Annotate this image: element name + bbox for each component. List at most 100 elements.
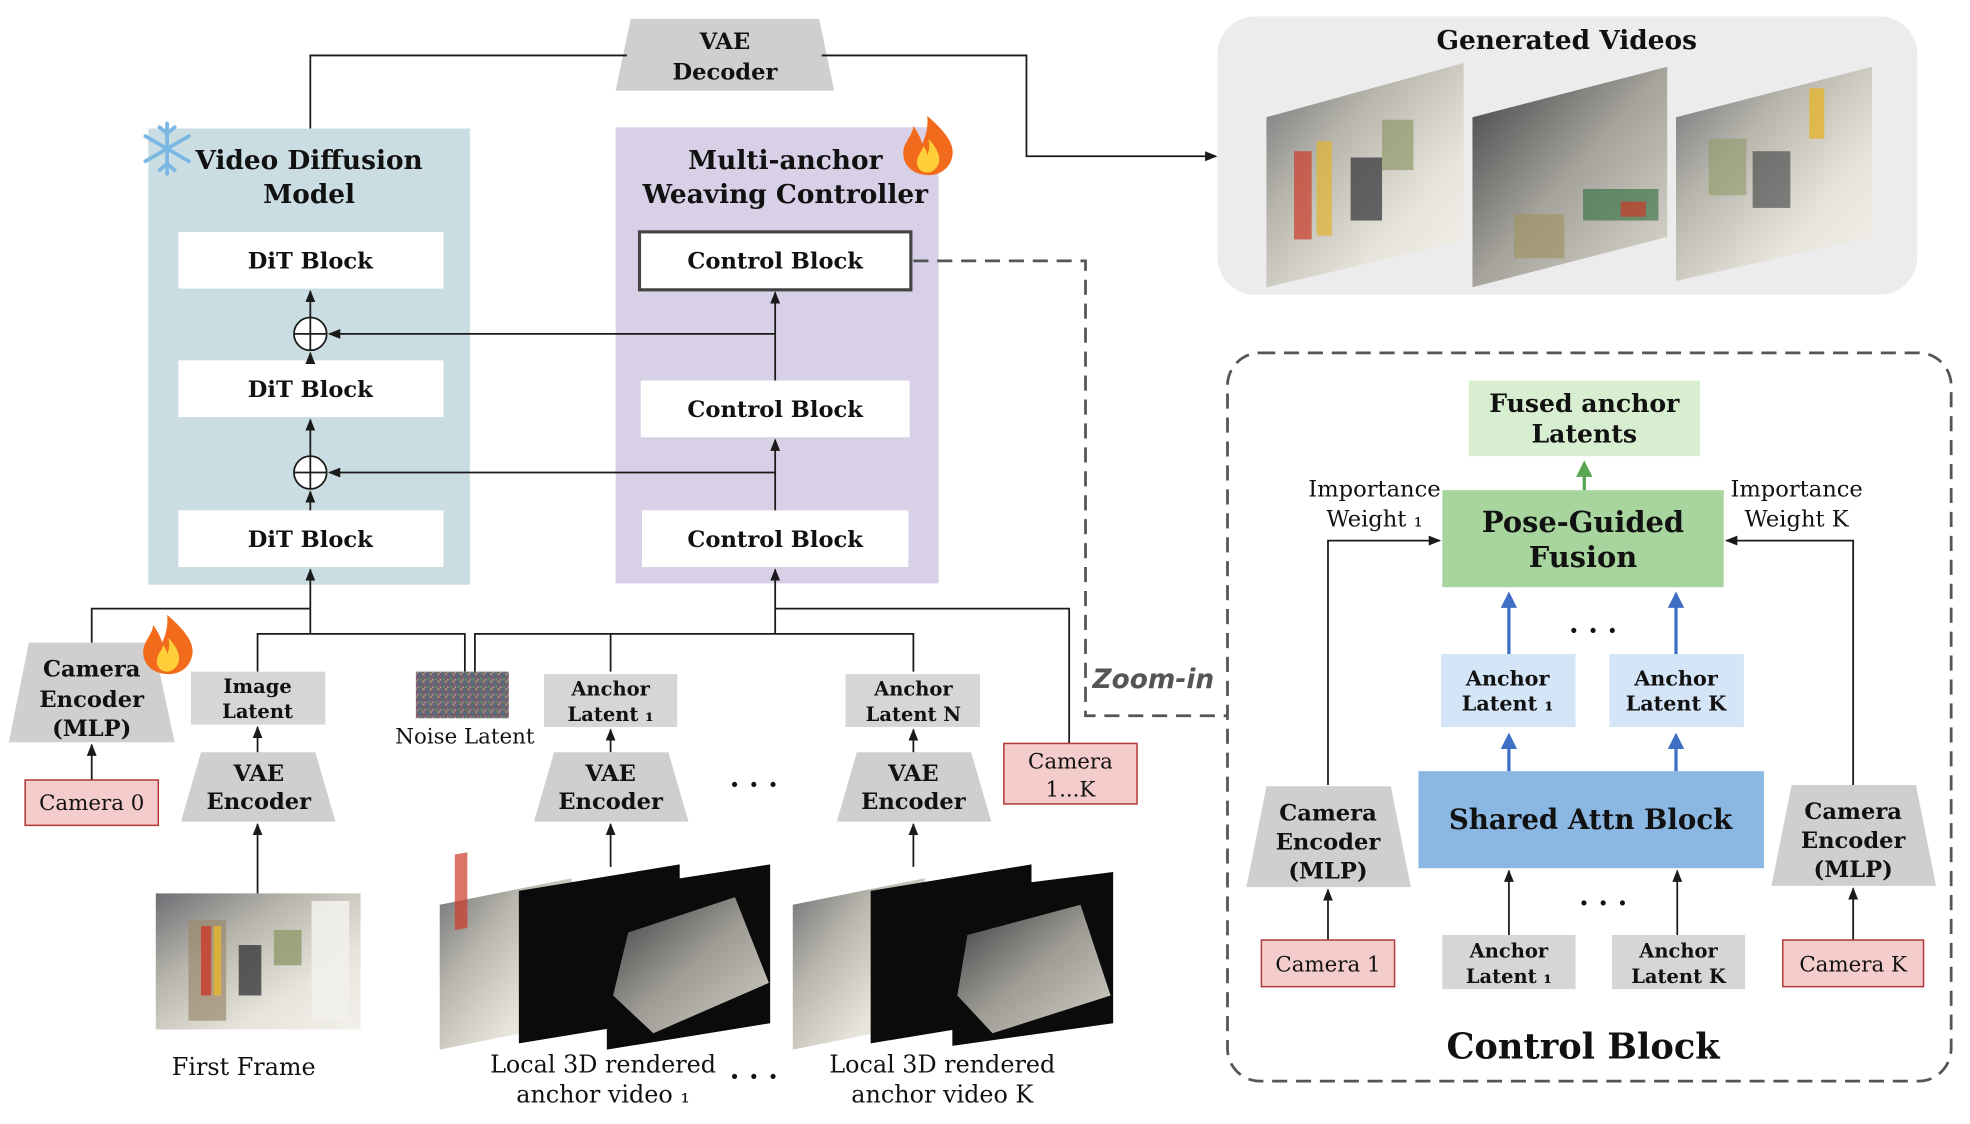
video-diffusion-title-line1: Video Diffusion [194, 145, 422, 176]
anchor-video-1-line1: Local 3D rendered [490, 1050, 716, 1078]
detail-anchor-latent-k-box [1609, 653, 1744, 728]
detail-camera-k-box [1782, 939, 1925, 988]
anchor-latent-n-line1: Anchor [873, 678, 953, 701]
vae-encoder-image-line2: Encoder [207, 789, 313, 815]
add-op-top [293, 316, 328, 352]
detail-camera-1-label: Camera 1 [1275, 953, 1380, 978]
add-op-bottom [293, 455, 328, 490]
detail-input-anchor-latent-1-line2: Latent ₁ [1466, 965, 1552, 988]
image-latent-line2: Latent [222, 700, 293, 723]
anchor-latent-n-box [845, 674, 980, 728]
importance-weight-k-line1: Importance [1730, 476, 1862, 502]
fused-anchor-latents-line1: Fused anchor [1489, 388, 1680, 418]
detail-camera-1-box [1260, 939, 1396, 988]
cam-enc-to-bus-line [90, 607, 311, 643]
zoom-in-connector [913, 259, 1228, 718]
ellipsis-anchor-bottom: · · · [1579, 886, 1627, 919]
vae-encoder-anchor-n-line2: Encoder [861, 789, 967, 815]
dit-block-mid-label: DiT Block [248, 377, 374, 403]
first-frame-image [155, 893, 361, 1030]
control-block-top [637, 230, 913, 292]
detail-input-anchor-latent-k-line2: Latent K [1631, 965, 1727, 988]
vae-encoder-image: VAE Encoder [180, 752, 336, 822]
importance-1-arrow [1327, 535, 1442, 786]
anchor-bus-line [610, 632, 915, 672]
noise-anchor1-bus-line [474, 632, 612, 672]
detail-input-anchor-latent-k-box [1611, 934, 1746, 990]
controller-title-line2: Weaving Controller [641, 179, 929, 210]
camera-encoder-left-line3: (MLP) [52, 716, 131, 742]
snowflake-icon [143, 121, 191, 176]
camera-1k-line2: 1...K [1045, 777, 1096, 802]
generated-frame-1 [1266, 63, 1464, 288]
generated-frame-3 [1676, 66, 1873, 281]
image-latent-box [190, 671, 326, 725]
noise-latent-image [415, 671, 509, 719]
detail-input-anchor-latent-1-line1: Anchor [1469, 940, 1549, 963]
vae-decoder-line1: VAE [699, 29, 751, 55]
vae-encoder-anchor-1-line2: Encoder [558, 789, 664, 815]
zoom-in-label: Zoom-in [1092, 664, 1215, 695]
fire-icon [903, 115, 953, 176]
camera-encoder-left: Camera Encoder (MLP) [8, 642, 175, 743]
first-frame-label: First Frame [172, 1053, 316, 1081]
dit-block-mid [178, 360, 444, 418]
dit-to-decoder-line [309, 54, 627, 129]
pose-guided-fusion-line2: Fusion [1529, 540, 1637, 574]
control-block-bottom [642, 510, 909, 568]
dit-block-bottom [178, 510, 444, 568]
ellipsis-videos: · · · [730, 1060, 778, 1093]
control-block-detail-panel: Fused anchor Latents Pose-Guided Fusion … [1226, 351, 1953, 1083]
anchor-video-1-line2: anchor video ₁ [516, 1081, 690, 1109]
anchor-video-1-frames [439, 852, 771, 1050]
vae-encoder-anchor-1: VAE Encoder [533, 752, 689, 822]
vae-decoder: VAE Decoder [615, 18, 835, 91]
video-diffusion-panel: Video Diffusion Model DiT Block DiT Bloc… [143, 121, 470, 585]
controller-title-line1: Multi-anchor [688, 145, 884, 176]
shared-attn-block-label: Shared Attn Block [1449, 803, 1733, 836]
detail-camera-encoder-k-line3: (MLP) [1814, 857, 1893, 883]
dit-block-top-label: DiT Block [248, 248, 374, 274]
anchor-latent-1-box [544, 674, 678, 728]
ellipsis-anchor-top: · · · [1569, 614, 1617, 647]
anchor-video-k-frames [792, 864, 1114, 1050]
noise-latent-label: Noise Latent [395, 724, 535, 749]
fire-icon [143, 614, 193, 675]
detail-camera-k-label: Camera K [1799, 953, 1908, 978]
anchor-latent-n-line2: Latent N [866, 703, 962, 726]
ellipsis-encoders: · · · [730, 768, 778, 801]
shared-attn-block-box [1418, 771, 1764, 869]
control-block-mid-label: Control Block [687, 397, 864, 423]
control-block-top-label: Control Block [687, 248, 864, 274]
importance-k-arrow [1725, 535, 1855, 786]
detail-camera-encoder-1: Camera Encoder (MLP) [1246, 786, 1411, 888]
camera1k-bus-line [775, 607, 1071, 744]
camera-1k-box [1003, 742, 1138, 805]
detail-camera-encoder-1-line1: Camera [1279, 800, 1377, 826]
detail-anchor-latent-1-line1: Anchor [1465, 666, 1551, 690]
image-latent-line1: Image [223, 675, 291, 698]
detail-camera-encoder-1-line3: (MLP) [1288, 858, 1367, 884]
control-block-detail-title: Control Block [1446, 1026, 1720, 1067]
pose-guided-fusion-box [1442, 490, 1724, 588]
anchor-latent-1-line2: Latent ₁ [568, 703, 654, 726]
generated-videos-panel: Generated Videos [1217, 16, 1918, 295]
vae-encoder-anchor-n-line1: VAE [887, 761, 939, 787]
camera-encoder-left-line2: Encoder [39, 687, 145, 713]
anchor-latent-1-line1: Anchor [570, 678, 650, 701]
fused-anchor-latents-box [1468, 380, 1700, 457]
camera-0-box [24, 779, 160, 827]
generated-frame-2 [1472, 66, 1668, 288]
detail-anchor-latent-1-box [1441, 653, 1576, 728]
image-noise-bus-line [256, 632, 466, 672]
vae-encoder-anchor-1-line1: VAE [584, 761, 636, 787]
decoder-to-videos-arrow [821, 54, 1218, 162]
detail-input-anchor-latent-1-box [1442, 934, 1576, 990]
vae-decoder-line2: Decoder [672, 59, 778, 85]
detail-anchor-latent-1-line2: Latent ₁ [1462, 692, 1554, 716]
dit-block-bottom-label: DiT Block [248, 527, 374, 553]
pose-guided-fusion-line1: Pose-Guided [1482, 505, 1684, 539]
video-diffusion-title-line2: Model [263, 179, 355, 210]
anchor-video-k-line1: Local 3D rendered [829, 1050, 1055, 1078]
